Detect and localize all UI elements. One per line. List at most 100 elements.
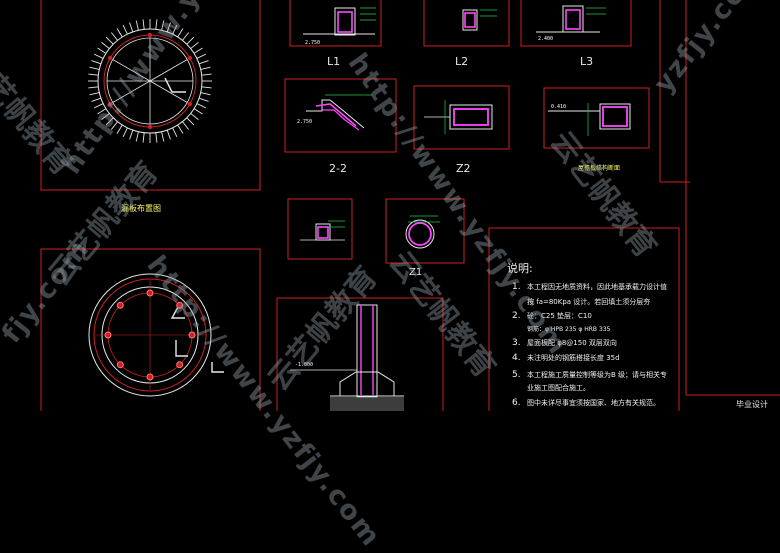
column-dot [188,331,196,339]
note-2b: 钢筋：φ HPB 235 φ HRB 335 [527,326,611,333]
title-roof-beam: 屋檐板结构断面 [578,165,621,172]
column-dot [187,55,193,61]
frame-small-1 [287,198,353,260]
radial-tick [105,117,114,126]
cad-drawing-canvas[interactable] [0,0,780,411]
section-l3 [536,5,606,33]
radial-tick [200,92,211,96]
spoke-line [149,59,188,82]
dim-roof: 0.410 [551,104,567,110]
frame-l1 [289,0,382,47]
radial-tick [186,117,195,126]
label-z1: Z1 [409,267,423,278]
plan-column-dots [104,289,196,381]
radial-tick [142,19,145,30]
radial-tick [97,47,107,54]
radial-tick [182,32,190,41]
radial-tick [200,66,211,70]
notes-heading: 说明: [507,262,533,275]
radial-tick [91,97,102,102]
column-dot [146,373,154,381]
frame-roof-beam [543,87,650,149]
column-dot [146,289,154,297]
dim-l3: 2.400 [538,36,554,42]
column-dot [107,55,113,61]
radial-tick [201,73,212,76]
radial-tick [177,28,184,38]
note-num-2: 2. [512,311,521,321]
note-num-1: 1. [512,282,521,292]
radial-tick [142,132,145,143]
radial-tick [198,60,209,65]
label-z2: Z2 [456,162,471,175]
radial-tick [166,129,171,140]
spoke-line [149,80,188,103]
radial-tick [193,108,203,115]
note-3: 屋面板配 φ8@150 双层双向 [527,339,617,347]
radial-tick [93,53,104,59]
radial-tick [122,127,128,138]
note-num-4: 4. [512,353,521,363]
radial-tick [190,113,199,121]
spoke-line [112,80,151,103]
circular-plan-drawing [88,273,224,397]
radial-tick [93,103,104,109]
radial-tick [110,121,118,130]
radial-tick [172,127,178,138]
frame-plate-layout [40,0,261,191]
column-dot [116,361,124,369]
radial-tick [91,60,102,65]
radial-tick [116,28,123,38]
title-plate-layout: 漏板布置图 [121,204,161,213]
note-2: 砼：C25 垫层：C10 [527,312,592,320]
section-2-2 [306,94,372,131]
frame-l2 [423,0,510,47]
radial-tick [89,92,100,96]
radial-tick [97,108,107,115]
radial-tick [88,86,99,89]
radial-tick [186,36,195,45]
section-roof-beam [548,103,631,136]
radial-tick [161,131,165,142]
radial-tick [88,73,99,76]
dim-foundation: -1.000 [295,362,314,368]
radial-tick [177,124,184,134]
radial-tick [105,36,114,45]
radial-tick [129,129,134,140]
label-2-2: 2-2 [329,162,347,175]
radial-tick [201,86,212,89]
radial-tick [193,47,203,54]
radial-tick [155,132,158,143]
section-foundation [290,304,404,411]
section-small-detail [300,220,345,241]
radial-tick [122,24,128,35]
frame-l3 [520,0,632,47]
radial-tick [190,41,199,49]
radial-tick [101,113,110,121]
frame-z1 [385,198,465,264]
column-dot [116,301,124,309]
radial-tick [196,53,207,59]
radial-tick [116,124,123,134]
column-dot [107,101,113,107]
radial-tick [166,22,171,33]
frame-foundation [276,297,444,411]
note-num-3: 3. [512,338,521,348]
section-l2 [462,9,497,31]
note-4: 未注明处的钢筋搭接长度 35d [527,354,620,362]
title-block-corner: 毕业设计 [736,400,768,409]
angle-marker [164,77,186,93]
note-5b: 业施工图配合施工。 [527,384,590,392]
column-dot [147,32,153,38]
column-dot [147,124,153,130]
section-z1 [405,215,440,249]
column-dot [104,331,112,339]
radial-tick [155,19,158,30]
column-dot [187,101,193,107]
radial-tick [89,66,100,70]
circular-plate-drawing [88,19,212,143]
radial-tick [101,41,110,49]
note-6: 图中未详尽事宜须按国家、地方有关规范。 [527,399,660,407]
frame-2-2 [284,78,397,153]
radial-tick [161,20,165,31]
